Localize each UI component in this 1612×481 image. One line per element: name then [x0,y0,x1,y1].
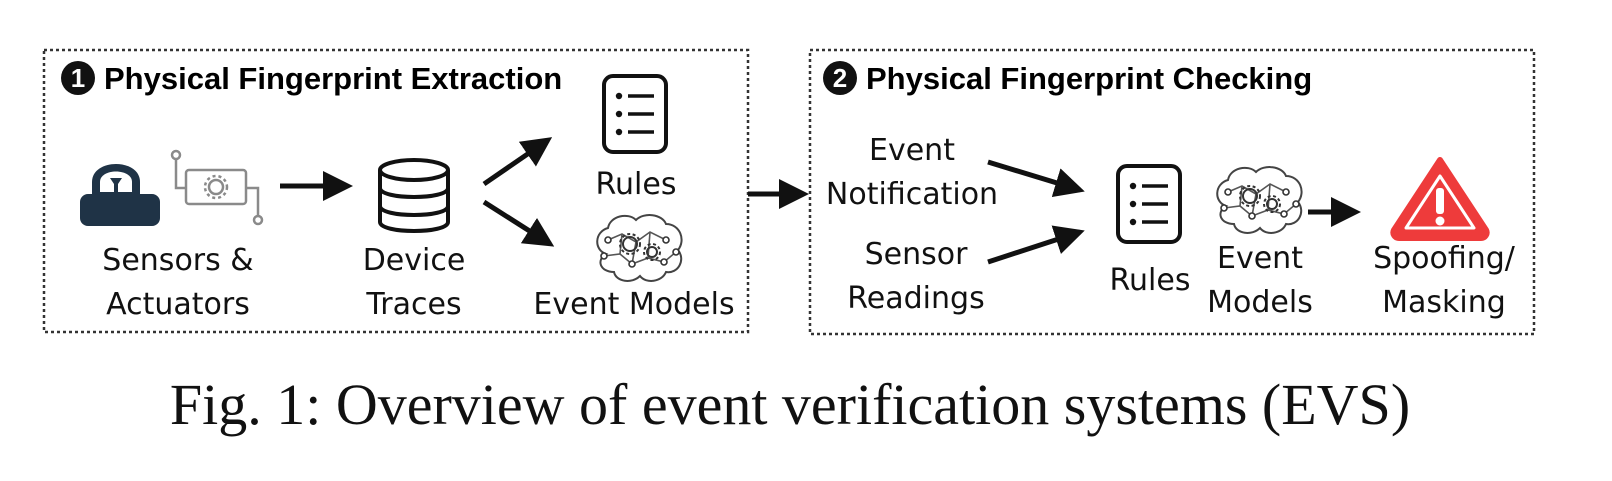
arrow-notification-to-rules [987,159,1085,198]
arrow-readings-to-rules [987,225,1085,265]
event-models-label-line1: Event [1217,241,1303,276]
event-models-label-section1: Event Models [533,287,734,322]
brain-gear-icon-section2 [1216,166,1303,234]
sensor-icon [80,164,160,226]
rules-label-section1: Rules [596,167,677,202]
event-models-label-line2: Models [1207,285,1313,320]
database-icon [378,158,450,233]
section1-dotted-border [42,48,750,334]
section1-number: 1 [71,63,85,93]
rules-label-section2: Rules [1110,263,1191,298]
brain-gear-icon [596,214,683,282]
circuit-gear-icon [170,149,264,226]
traces-label-line2: Traces [365,287,461,322]
warning-icon [1390,157,1490,241]
section-fingerprint-extraction: 1 Physical Fingerprint Extraction Sensor… [42,48,750,334]
figure-caption: Fig. 1: Overview of event verification s… [170,372,1410,437]
traces-label-line1: Device [363,243,466,278]
section2-dotted-border [808,48,1536,336]
rules-list-icon-section2 [1116,164,1182,244]
rules-list-icon [602,74,668,154]
sensors-label-line2: Actuators [106,287,250,322]
section-fingerprint-checking: 2 Physical Fingerprint Checking Event No… [808,48,1536,336]
arrow-traces-to-models [482,199,555,247]
section1-title: Physical Fingerprint Extraction [104,61,562,96]
section2-number: 2 [833,63,847,93]
alert-label-line2: Masking [1382,285,1506,320]
sensors-label-line1: Sensors & [102,243,253,278]
readings-label-line2: Readings [847,281,984,316]
section2-number-badge [823,61,857,95]
arrow-traces-to-rules [482,137,553,187]
notification-label-line2: Notification [826,177,998,212]
section1-number-badge [61,61,95,95]
readings-label-line1: Sensor [865,237,968,272]
alert-label-line1: Spoofing/ [1373,241,1516,276]
section2-title: Physical Fingerprint Checking [866,61,1312,96]
notification-label-line1: Event [869,133,955,168]
